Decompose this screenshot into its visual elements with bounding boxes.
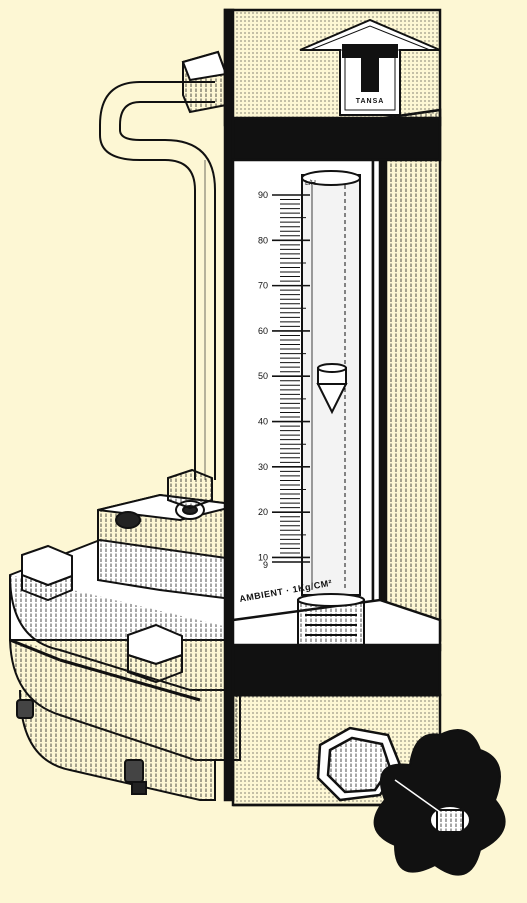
scale-number: 40	[258, 417, 268, 427]
base-hex-nut-left	[21, 544, 73, 602]
scale-number: 60	[258, 326, 268, 336]
tansa-arrow-logo-icon: TANSA	[299, 18, 441, 116]
scale-number: 20	[258, 507, 268, 517]
base-bolts	[16, 699, 147, 795]
scale-number: 80	[258, 235, 268, 245]
scale-unit-label: L/H	[305, 180, 316, 187]
pipe-top-nut	[181, 50, 228, 114]
tube-bottom-fitting	[297, 593, 365, 646]
scale-number-min: 9	[263, 560, 268, 570]
base-hex-nut-center	[127, 623, 183, 684]
valve-knob-icon	[373, 729, 506, 876]
scale-labels: 90 80 70 60 50 40 30 20 109	[258, 190, 268, 570]
scale-number: 10	[258, 552, 268, 562]
brand-name: TANSA	[356, 98, 385, 105]
scale-number: 30	[258, 462, 268, 472]
scale-ticks	[272, 194, 310, 563]
scale-number: 70	[258, 281, 268, 291]
bypass-pipe	[99, 81, 216, 480]
float	[316, 363, 348, 415]
scale-number: 50	[258, 371, 268, 381]
inlet-fitting	[97, 468, 241, 602]
scale-number: 90	[258, 190, 268, 200]
valve-hex-nut	[316, 726, 402, 802]
